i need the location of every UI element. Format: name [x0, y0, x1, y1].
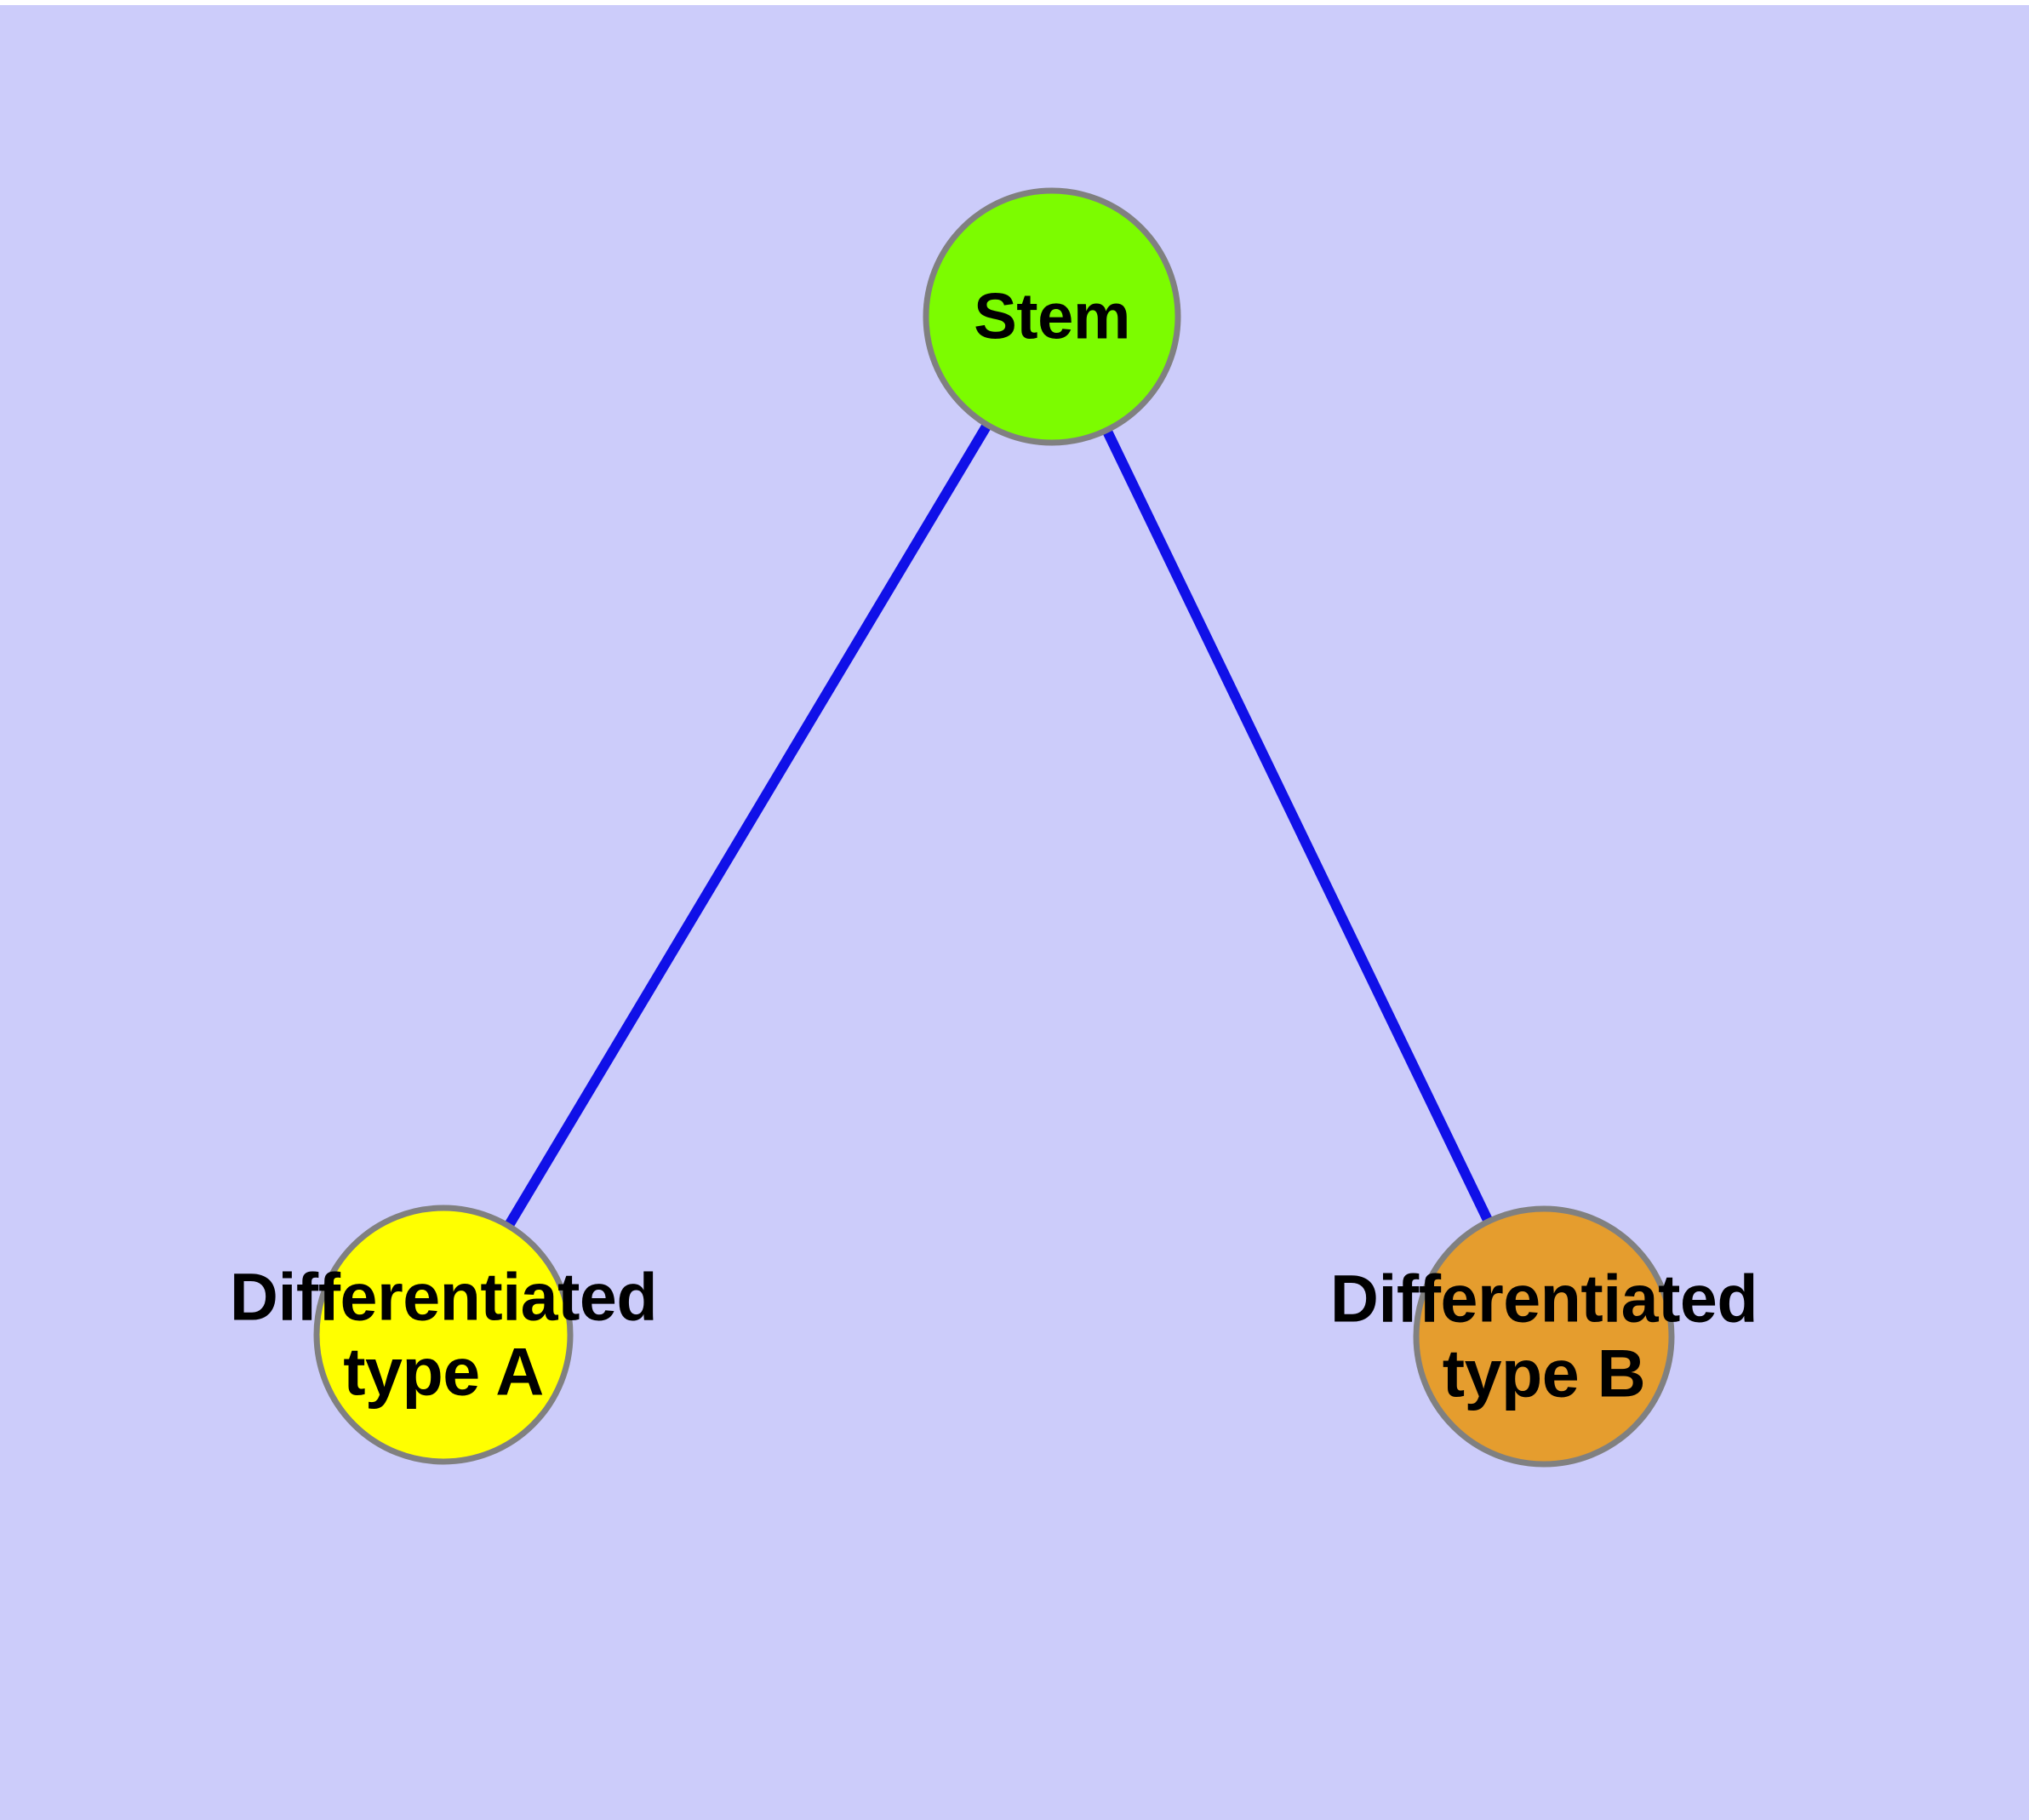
graph-node-stem[interactable] — [923, 187, 1181, 446]
graph-node-diff-b[interactable] — [1413, 1205, 1675, 1468]
edges-layer — [502, 419, 1495, 1232]
nodes-layer — [313, 187, 1675, 1468]
graph-edge-stem-to-diff-b — [1100, 425, 1495, 1228]
graph-edge-stem-to-diff-a — [502, 419, 994, 1232]
graph-node-diff-a[interactable] — [313, 1205, 574, 1465]
